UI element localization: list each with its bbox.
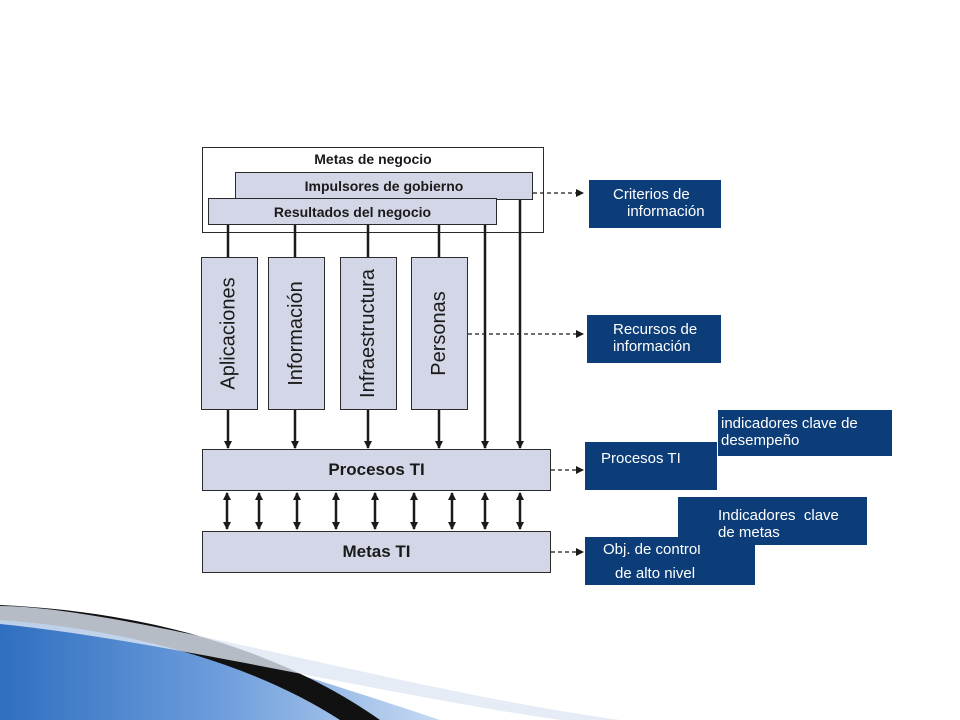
info-criteria-line1: Criterios de: [613, 186, 690, 203]
info-resources-line2: información: [613, 338, 691, 355]
resource-box-infraestructura: Infraestructura: [340, 257, 397, 410]
info-criteria-box: Criterios de información: [589, 180, 721, 228]
info-resources-line1: Recursos de: [613, 321, 698, 338]
kgi-box: Indicadores clave de metas: [678, 497, 867, 545]
info-resources-box: Recursos de información: [587, 315, 721, 363]
resource-box-informacion: Información: [268, 257, 325, 410]
kpi-line1: indicadores clave de: [721, 415, 858, 432]
resource-box-personas: Personas: [411, 257, 468, 410]
business-results-box: Resultados del negocio: [208, 198, 497, 225]
control-objectives-line2: de alto nivel: [615, 565, 696, 582]
it-processes-label: Procesos TI: [328, 460, 425, 479]
resource-box-aplicaciones: Aplicaciones: [201, 257, 258, 410]
business-goals-title: Metas de negocio: [314, 151, 432, 167]
control-objectives-line1: Obj. de control: [603, 541, 701, 558]
it-goals-box: Metas TI: [202, 531, 551, 573]
kgi-line2: de metas: [718, 524, 780, 541]
control-objectives-box: Obj. de control de alto nivel: [585, 537, 755, 585]
kpi-line2: desempeño: [721, 432, 800, 449]
business-results-label: Resultados del negocio: [273, 203, 432, 220]
governance-drivers-label: Impulsores de gobierno: [304, 178, 464, 194]
it-goals-label: Metas TI: [342, 542, 411, 561]
info-criteria-line2: información: [627, 203, 705, 220]
it-processes-outcome-box: Procesos TI: [585, 442, 717, 490]
swoosh-light-stroke: [0, 606, 620, 720]
kpi-box: indicadores clave de desempeño: [718, 410, 892, 456]
kgi-line1: Indicadores clave: [718, 507, 839, 524]
it-processes-box: Procesos TI: [202, 449, 551, 491]
it-processes-outcome-label: Procesos TI: [601, 450, 681, 467]
